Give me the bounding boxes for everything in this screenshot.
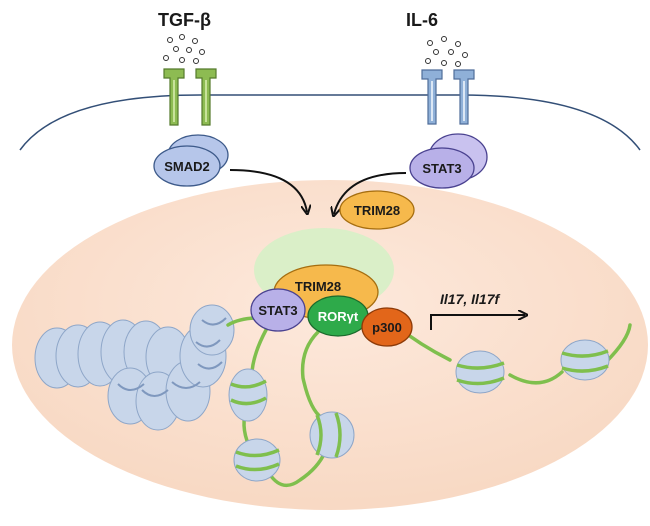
nucleosome-2 — [233, 438, 281, 482]
curved-arrow-smad2-icon — [229, 169, 307, 212]
trim28-complex-label: TRIM28 — [295, 279, 341, 294]
condensed-chromatin-fiber — [34, 304, 235, 431]
il6-ligand-dots-icon — [425, 36, 468, 67]
nucleus — [12, 180, 648, 510]
nucleosome-4 — [455, 350, 505, 394]
p300-protein: p300 — [361, 307, 413, 347]
chromatin-bands — [117, 317, 227, 397]
stat3-complex-protein: STAT3 — [250, 288, 306, 332]
target-genes-label: Il17, Il17f — [440, 291, 500, 307]
roryt-protein: RORγt — [307, 295, 369, 337]
roryt-label: RORγt — [318, 309, 359, 324]
tgf-beta-label: TGF-β — [158, 10, 211, 30]
stat3-membrane-protein: STAT3 — [409, 133, 488, 189]
trim28-free-label: TRIM28 — [354, 203, 400, 218]
transcription-arrow-icon — [430, 315, 525, 330]
nucleosome-3 — [309, 411, 355, 459]
p300-label: p300 — [372, 320, 402, 335]
nucleosome-5 — [560, 339, 610, 381]
tgf-beta-receptor-icon — [163, 68, 217, 126]
nucleosome-1 — [228, 368, 268, 422]
curved-arrow-stat3-icon — [334, 172, 407, 214]
smad2-protein: SMAD2 — [153, 134, 229, 187]
cell-membrane — [19, 94, 641, 151]
stat3-membrane-label: STAT3 — [422, 161, 461, 176]
smad2-label: SMAD2 — [164, 159, 210, 174]
il6-receptor-icon — [421, 69, 475, 125]
tgf-beta-ligand-dots-icon — [163, 34, 205, 64]
stat3-complex-label: STAT3 — [258, 303, 297, 318]
il6-label: IL-6 — [406, 10, 438, 30]
trim28-free-protein: TRIM28 — [339, 190, 415, 230]
